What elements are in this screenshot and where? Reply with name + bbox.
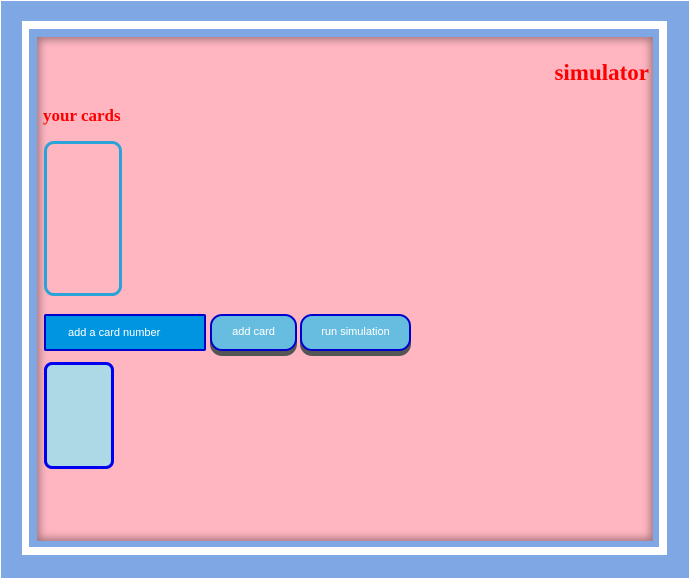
simulator-stage: simulator your cards add card run simula… [37,37,653,541]
add-card-button[interactable]: add card [210,314,297,351]
page-title: simulator [554,60,649,85]
your-cards-heading: your cards [43,106,121,125]
card-number-input[interactable] [44,314,206,351]
cards-container [44,141,122,296]
run-simulation-button[interactable]: run simulation [300,314,411,351]
deck-card[interactable] [44,362,114,469]
